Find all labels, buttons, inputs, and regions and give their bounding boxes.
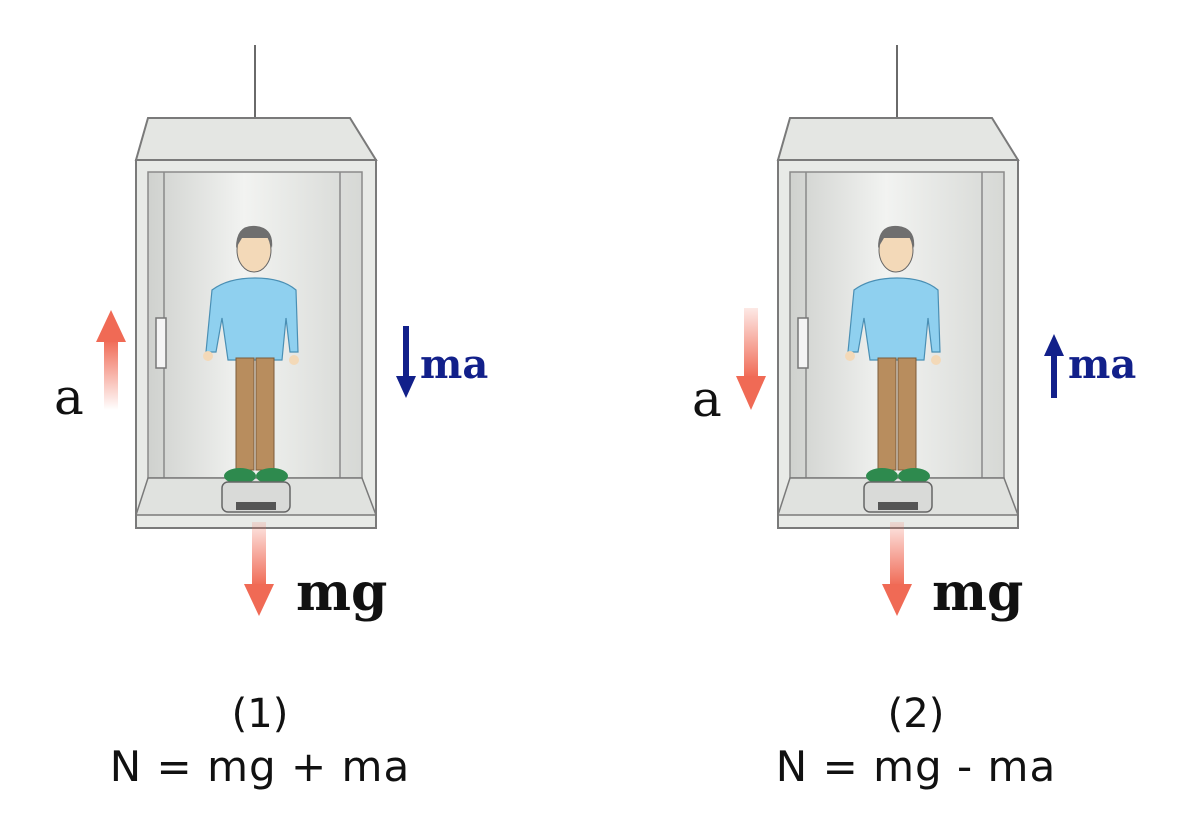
bathroom-scale-icon — [221, 481, 291, 513]
person-icon — [845, 225, 941, 484]
normal-force-equation: N = mg + ma — [109, 742, 411, 791]
acceleration-arrow-down-icon — [736, 308, 766, 410]
inertial-force-label: ma — [420, 341, 488, 388]
weight-arrow-down-icon — [882, 522, 912, 616]
caption-panel-1: (1) N = mg + ma — [0, 688, 520, 794]
panel-2: a ma mg — [692, 45, 1136, 623]
acceleration-label: a — [692, 370, 722, 428]
normal-force-equation: N = mg - ma — [775, 742, 1057, 791]
bathroom-scale-icon — [863, 481, 933, 513]
person-icon — [203, 225, 299, 484]
panel-number: (2) — [887, 691, 945, 737]
panel-1: a ma mg — [54, 45, 488, 623]
inertial-force-label: ma — [1068, 341, 1136, 388]
caption-panel-2: (2) N = mg - ma — [656, 688, 1176, 794]
weight-label: mg — [932, 562, 1023, 623]
inertial-arrow-down-icon — [396, 326, 416, 398]
acceleration-label: a — [54, 368, 84, 426]
panel-number: (1) — [231, 691, 289, 737]
weight-arrow-down-icon — [244, 522, 274, 616]
weight-label: mg — [296, 562, 387, 623]
inertial-arrow-up-icon — [1044, 334, 1064, 398]
acceleration-arrow-up-icon — [96, 310, 126, 410]
elevator-diagram: a ma mg — [54, 45, 1136, 623]
